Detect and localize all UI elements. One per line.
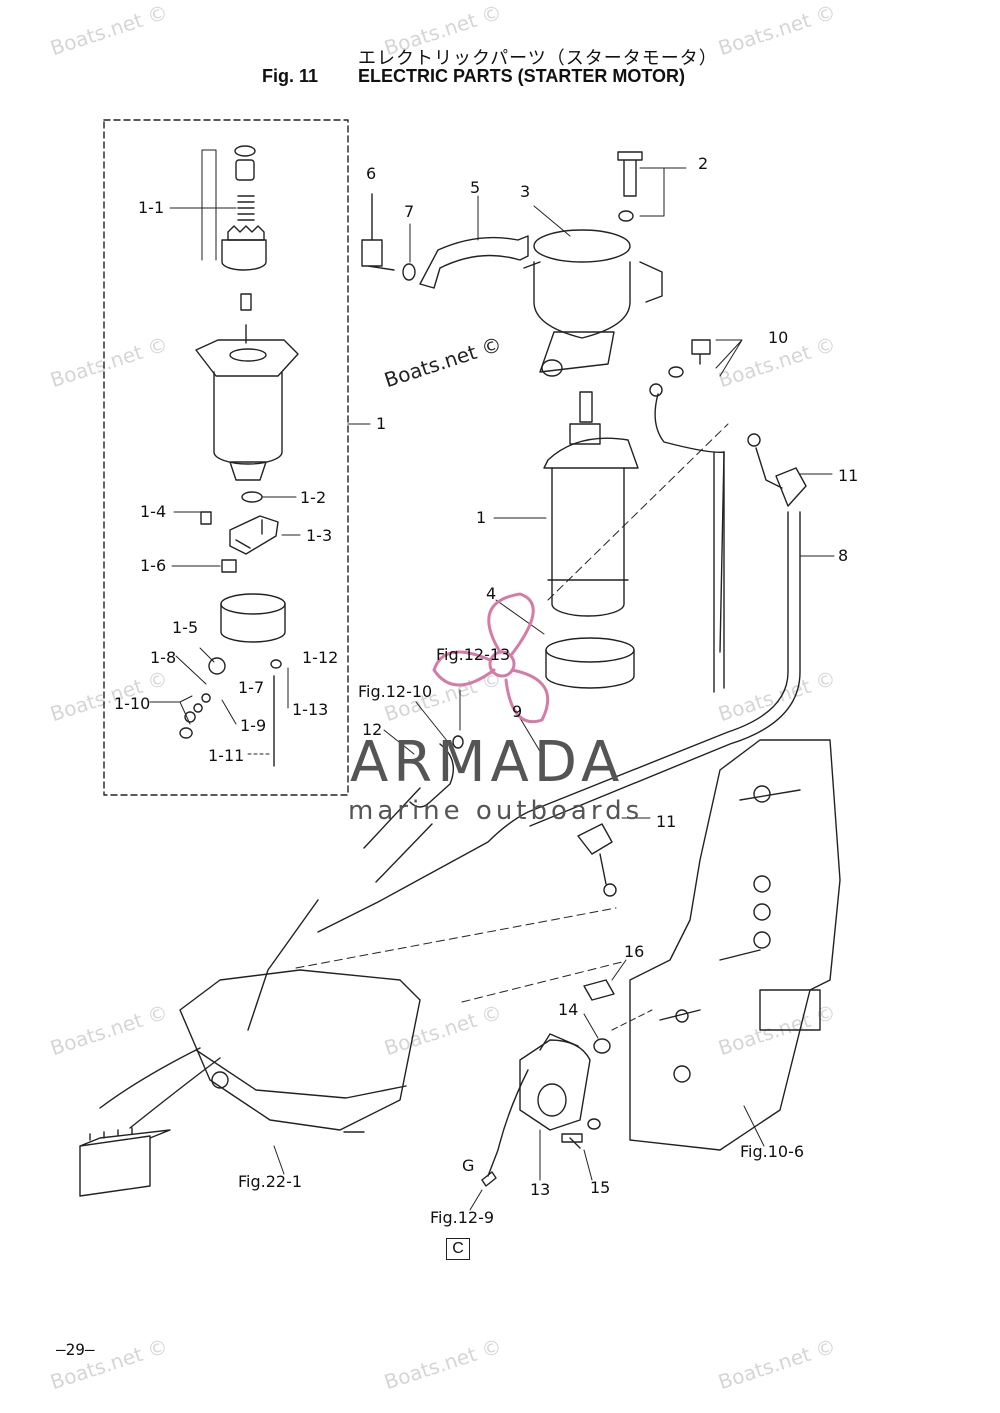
callout-1-13: 1-13 [292, 700, 329, 719]
callout-1-6: 1-6 [140, 556, 167, 575]
brand-name: ARMADA [350, 730, 625, 795]
callout-1-4: 1-4 [140, 502, 167, 521]
ring-4 [545, 637, 635, 689]
ref-fig-22-1: Fig.22-1 [238, 1172, 303, 1191]
bushing-1-7 [208, 657, 226, 675]
callout-10: 10 [768, 328, 789, 347]
cable-starter [654, 393, 725, 653]
callout-g: G [462, 1156, 475, 1175]
callout-3: 3 [520, 182, 531, 201]
screw-1-4 [200, 511, 212, 525]
callout-1: 1 [376, 414, 387, 433]
figure-number: Fig. 11 [262, 66, 319, 86]
callout-14: 14 [558, 1000, 579, 1019]
callout-4: 4 [486, 584, 497, 603]
callout-1-3: 1-3 [306, 526, 333, 545]
ref-fig-12-10: Fig.12-10 [358, 682, 433, 701]
washer-7 [402, 263, 416, 281]
bolt-6 [361, 193, 395, 271]
washer-2 [618, 210, 634, 222]
page-number: —29— [56, 1340, 95, 1359]
callout-6: 6 [366, 164, 377, 183]
callout-8: 8 [838, 546, 849, 565]
callout-11-lower: 11 [656, 812, 677, 831]
callout-1-11: 1-11 [208, 746, 245, 765]
callout-15: 15 [590, 1178, 611, 1197]
callout-1-2: 1-2 [300, 488, 327, 507]
brush-holder [229, 515, 279, 555]
title-japanese: エレクトリックパーツ（スタータモータ） [358, 48, 718, 69]
callout-1-9: 1-9 [240, 716, 267, 735]
assembly-group-box [103, 119, 349, 796]
cap-11b [577, 823, 613, 885]
callout-7: 7 [404, 202, 415, 221]
ref-fig-10-6: Fig.10-6 [740, 1142, 805, 1161]
callout-2: 2 [698, 154, 709, 173]
bolt-2 [617, 151, 643, 197]
callout-11: 11 [838, 466, 859, 485]
clamp-5 [419, 235, 529, 289]
wire-g [487, 1069, 529, 1177]
callout-1-7: 1-7 [238, 678, 265, 697]
callout-5: 5 [470, 178, 481, 197]
section-marker: C [446, 1238, 470, 1260]
callout-1-8: 1-8 [150, 648, 177, 667]
callout-1-12: 1-12 [302, 648, 339, 667]
hose [363, 787, 433, 883]
brand-logo [432, 592, 550, 723]
grommet-14 [593, 1038, 611, 1054]
callout-12: 12 [362, 720, 383, 739]
callout-1-10: 1-10 [114, 694, 151, 713]
lower-cowl [179, 969, 421, 1133]
plate-16 [583, 979, 615, 1001]
bolt-15 [561, 1133, 583, 1149]
washer-1-2 [241, 491, 263, 503]
starter-motor-exploded [195, 324, 299, 481]
callout-1-1: 1-1 [138, 198, 165, 217]
electrical-plate [629, 739, 841, 1151]
cable-12 [409, 743, 454, 808]
title-english: ELECTRIC PARTS (STARTER MOTOR) [358, 66, 685, 86]
pinion-stack [221, 145, 267, 311]
callout-9: 9 [512, 702, 523, 721]
ref-fig-12-13: Fig.12-13 [436, 645, 511, 664]
brand-tagline: marine outboards [348, 796, 644, 826]
callout-1-starter: 1 [476, 508, 487, 527]
starter-motor-1 [543, 391, 639, 617]
starter-bracket-3 [523, 229, 663, 377]
ref-fig-12-9: Fig.12-9 [430, 1208, 495, 1227]
cable-8 [317, 433, 807, 933]
relay-13 [519, 1033, 591, 1131]
nut-1-6 [221, 559, 237, 573]
callout-1-5: 1-5 [172, 618, 199, 637]
washers-1-8 [179, 693, 211, 739]
bolt-10 [668, 339, 711, 378]
battery [79, 1127, 171, 1197]
end-cap [220, 593, 286, 643]
callout-16: 16 [624, 942, 645, 961]
washer-1-12 [270, 659, 282, 669]
callout-13: 13 [530, 1180, 551, 1199]
